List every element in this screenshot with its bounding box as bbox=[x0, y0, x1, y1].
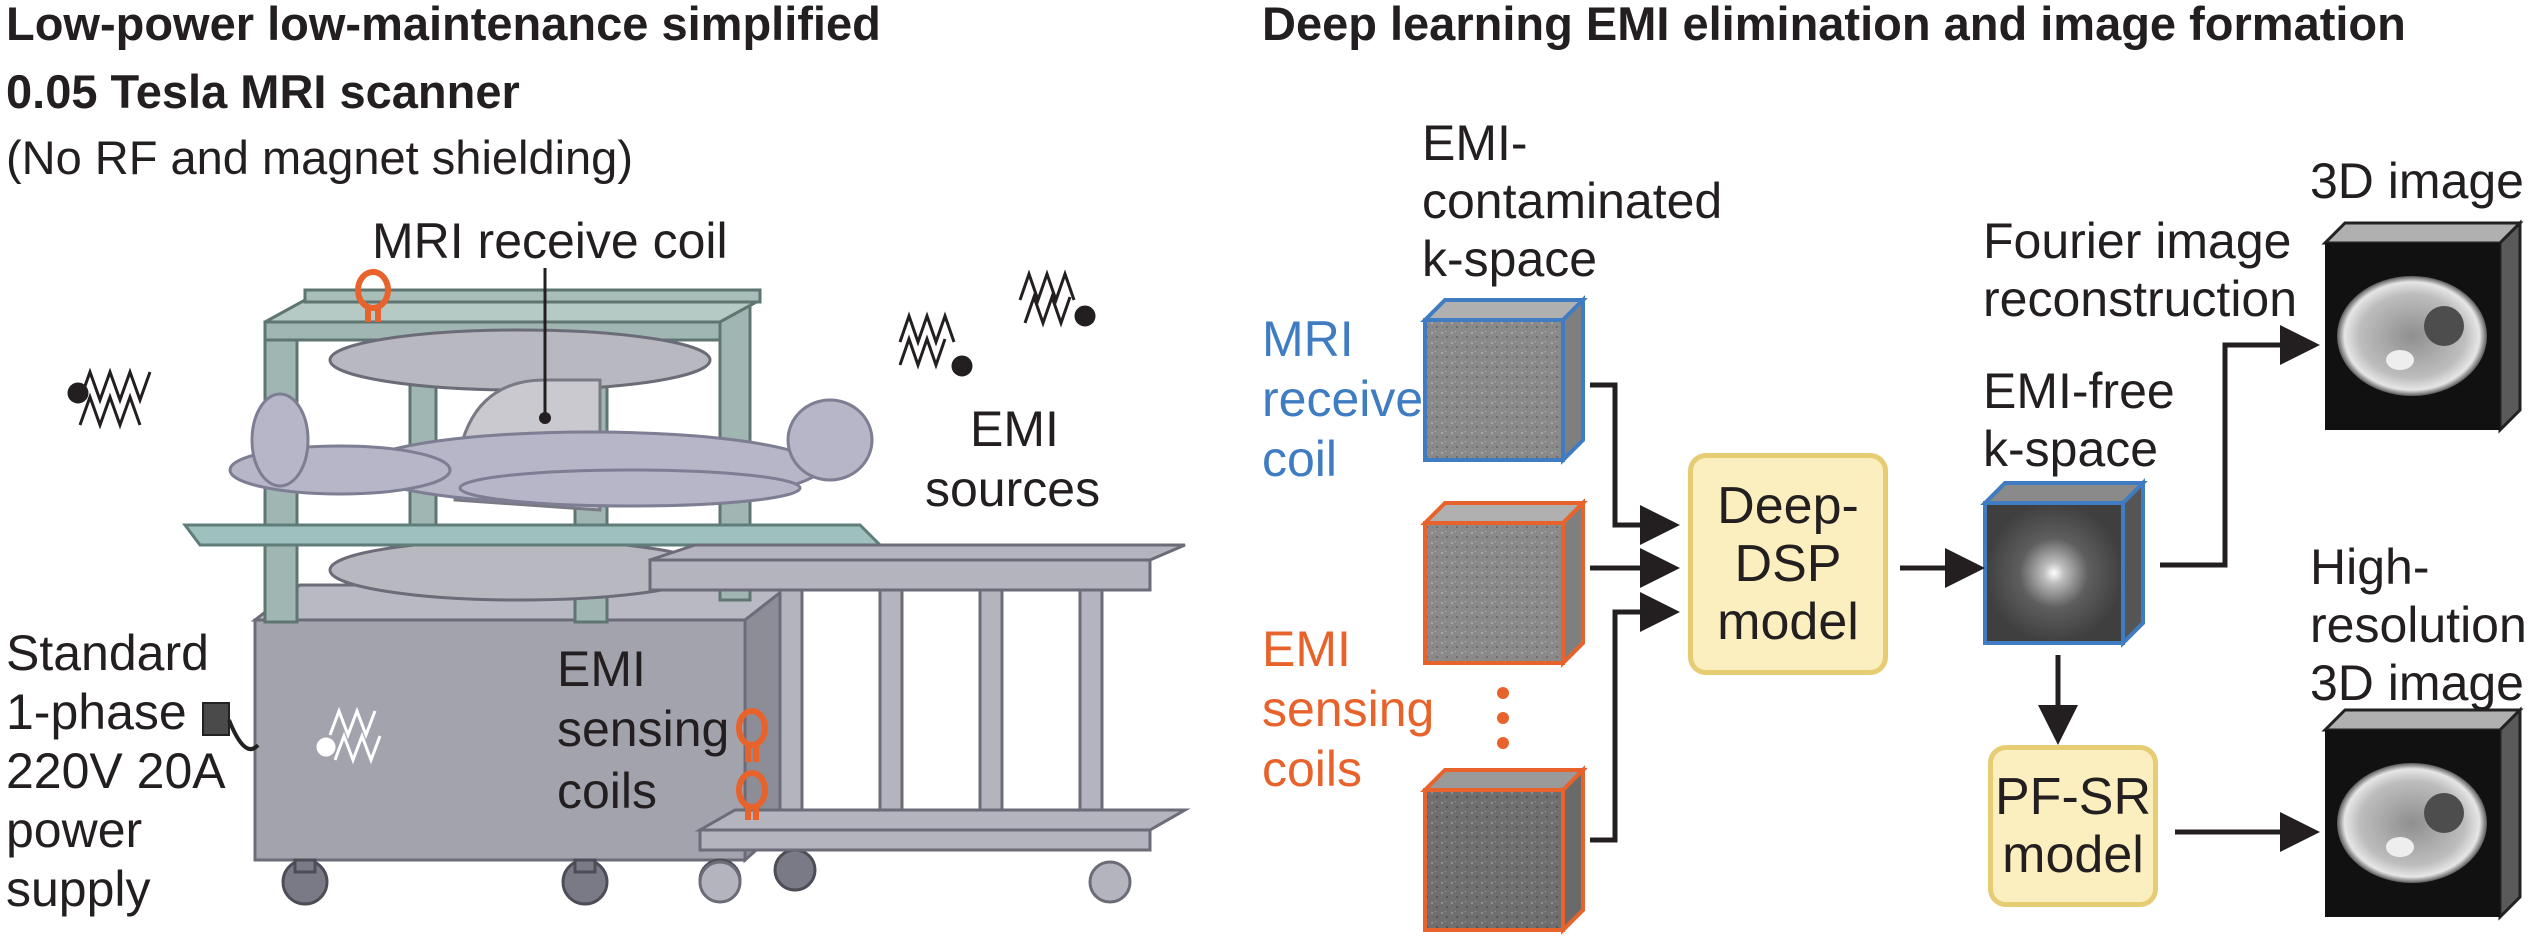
mri-scanner-illustration bbox=[182, 288, 1191, 906]
left-title-line2: 0.05 Tesla MRI scanner bbox=[6, 65, 520, 118]
emi-coil-line-3: coils bbox=[1262, 741, 1363, 797]
emi-coil-line-2: sensing bbox=[1262, 681, 1435, 737]
upper-magnet bbox=[328, 328, 712, 392]
cube-emi-free bbox=[1980, 478, 2148, 648]
mri-coil-line-2: receive bbox=[1262, 371, 1424, 427]
power-plug-icon bbox=[202, 702, 260, 752]
cube-emi-coil-2 bbox=[1420, 765, 1588, 935]
fourier-line-2: reconstruction bbox=[1983, 271, 2298, 327]
contaminated-line-2: contaminated bbox=[1422, 173, 1723, 229]
left-title-line1: Low-power low-maintenance simplified bbox=[6, 0, 881, 50]
power-line-5: supply bbox=[6, 861, 151, 917]
power-line-2: 1-phase bbox=[6, 684, 187, 740]
emi-free-line-2: k-space bbox=[1983, 421, 2159, 477]
label-emi-sensing-2: sensing bbox=[557, 701, 730, 757]
contaminated-line-1: EMI- bbox=[1422, 115, 1528, 171]
label-emi-sensing-1: EMI bbox=[557, 641, 646, 697]
power-line-3: 220V 20A bbox=[6, 743, 226, 799]
label-receive-coil: MRI receive coil bbox=[372, 213, 728, 269]
hires-line-1: High- bbox=[2310, 539, 2430, 595]
scanner-wheels bbox=[281, 848, 817, 906]
patient-table bbox=[182, 523, 884, 547]
wave-icon bbox=[67, 367, 152, 430]
emi-coil-line-1: EMI bbox=[1262, 621, 1351, 677]
right-title: Deep learning EMI elimination and image … bbox=[1262, 0, 2406, 50]
power-line-4: power bbox=[6, 802, 143, 858]
deep-dsp-model-box: Deep- DSP model bbox=[1688, 453, 1888, 675]
mr-image-3d bbox=[2321, 219, 2524, 434]
wave-icon bbox=[1018, 269, 1096, 328]
mri-coil-line-3: coil bbox=[1262, 431, 1338, 487]
hires-line-2: resolution bbox=[2310, 597, 2527, 653]
extension-cart bbox=[648, 543, 1191, 904]
mri-coil-line-1: MRI bbox=[1262, 311, 1354, 367]
wave-icon bbox=[316, 706, 382, 765]
cube-emi-coil-1 bbox=[1420, 498, 1588, 668]
wave-icon bbox=[898, 311, 973, 377]
ellipsis-icon bbox=[1497, 687, 1509, 749]
mr-image-hires bbox=[2321, 706, 2524, 921]
image1-label: 3D image bbox=[2310, 153, 2524, 209]
contaminated-line-3: k-space bbox=[1422, 231, 1598, 287]
receive-coil-leader-dot bbox=[539, 412, 551, 424]
model1-line-2: DSP bbox=[1734, 535, 1842, 593]
emi-free-line-1: EMI-free bbox=[1983, 363, 2175, 419]
label-emi-sensing-3: coils bbox=[557, 763, 658, 819]
coil-loop-icon bbox=[355, 269, 391, 322]
model1-line-1: Deep- bbox=[1717, 477, 1859, 535]
label-emi-sources-1: EMI bbox=[970, 401, 1059, 457]
fourier-line-1: Fourier image bbox=[1983, 213, 2292, 269]
model2-line-1: PF-SR bbox=[1995, 768, 2151, 826]
hires-line-3: 3D image bbox=[2310, 655, 2524, 711]
arrow-icon bbox=[1590, 325, 2320, 852]
model2-line-2: model bbox=[2002, 826, 2144, 884]
coil-loop-icon bbox=[736, 708, 768, 820]
left-subtitle: (No RF and magnet shielding) bbox=[6, 131, 633, 184]
power-line-1: Standard bbox=[6, 625, 209, 681]
patient-figure bbox=[228, 392, 874, 508]
label-emi-sources-2: sources bbox=[925, 461, 1101, 517]
cube-mri-coil bbox=[1420, 295, 1588, 465]
model1-line-3: model bbox=[1717, 593, 1859, 651]
pf-sr-model-box: PF-SR model bbox=[1988, 745, 2158, 907]
